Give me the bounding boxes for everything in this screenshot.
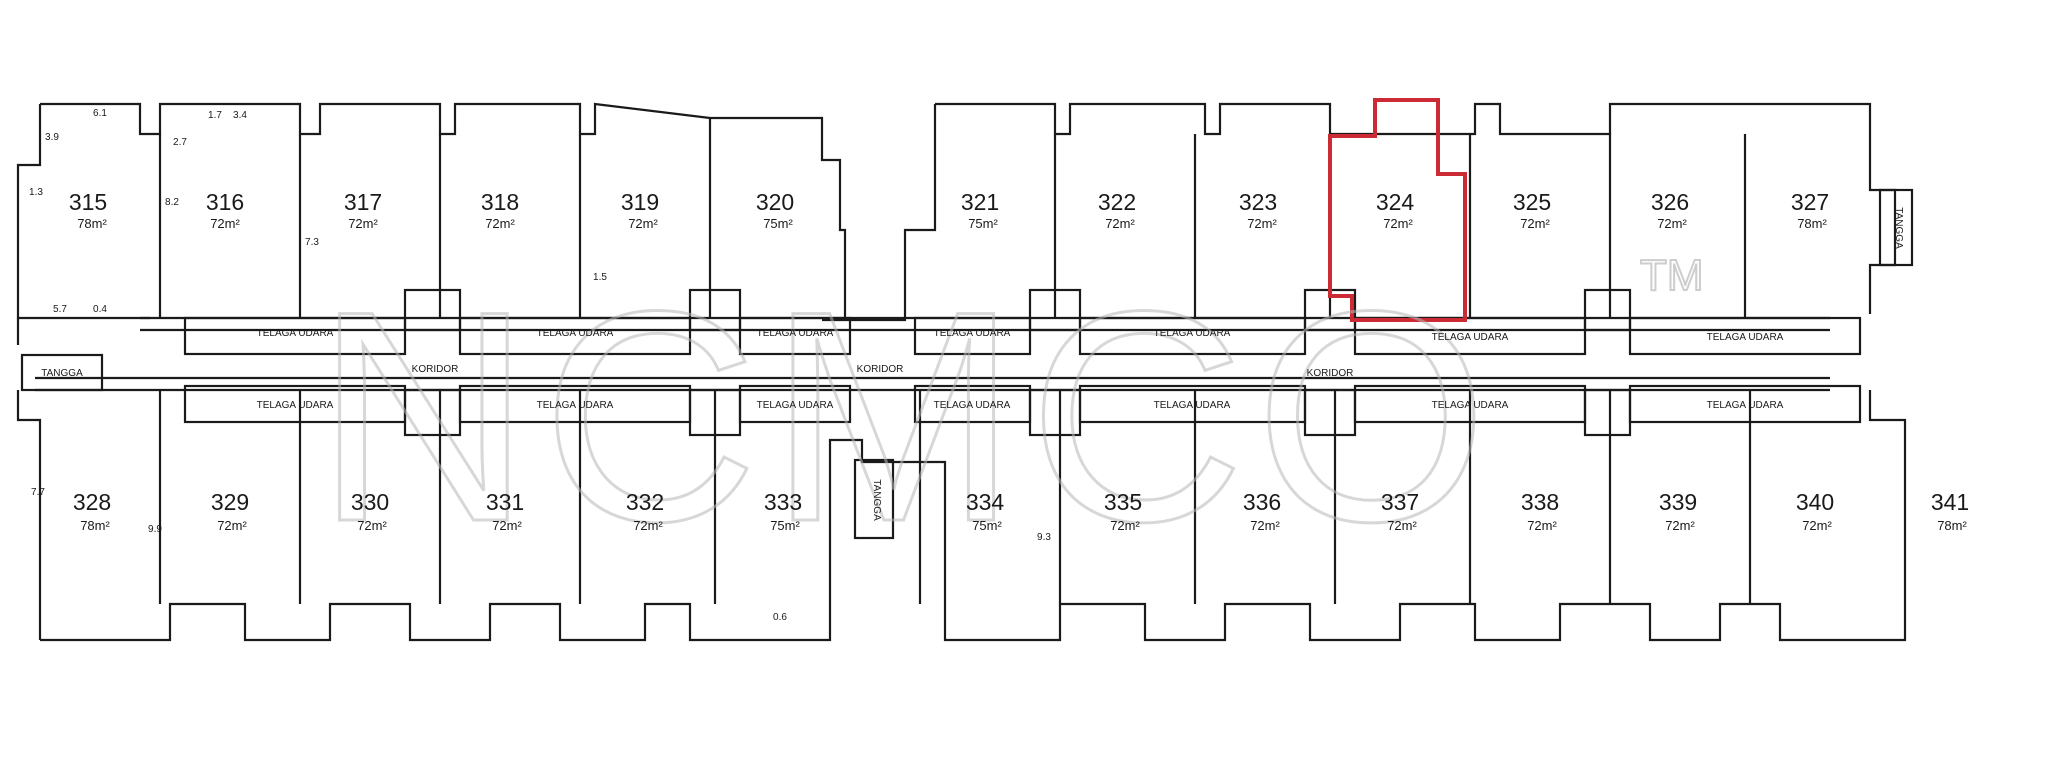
- unit-number: 340: [1796, 489, 1834, 515]
- watermark-text: NCMCO: [315, 248, 1498, 584]
- dim-label: 1.5: [593, 272, 607, 283]
- unit-area: 72m²: [628, 216, 658, 231]
- unit-number: 322: [1098, 189, 1136, 215]
- unit-number: 338: [1521, 489, 1559, 515]
- unit-number: 316: [206, 189, 244, 215]
- unit-number: 319: [621, 189, 659, 215]
- unit-number: 320: [756, 189, 794, 215]
- unit-area: 72m²: [357, 518, 387, 533]
- unit-area: 75m²: [770, 518, 800, 533]
- balcony-label: TELAGA UDARA: [537, 328, 614, 339]
- unit-number: 329: [211, 489, 249, 515]
- unit-number: 323: [1239, 189, 1277, 215]
- corridor-label: KORIDOR: [412, 364, 459, 375]
- unit-area: 72m²: [1665, 518, 1695, 533]
- balcony-labels: TELAGA UDARA TELAGA UDARA TELAGA UDARA T…: [257, 328, 1784, 411]
- balcony-label: TELAGA UDARA: [257, 400, 334, 411]
- unit-number: 331: [486, 489, 524, 515]
- unit-area: 72m²: [210, 216, 240, 231]
- dim-label: 8.2: [165, 197, 179, 208]
- unit-number: 328: [73, 489, 111, 515]
- unit-number: 341: [1931, 489, 1969, 515]
- dim-label: 0.6: [773, 612, 787, 623]
- unit-number: 321: [961, 189, 999, 215]
- dim-label: 6.1: [93, 108, 107, 119]
- unit-area: 72m²: [1520, 216, 1550, 231]
- unit-area: 72m²: [492, 518, 522, 533]
- unit-area: 75m²: [972, 518, 1002, 533]
- unit-area: 72m²: [348, 216, 378, 231]
- unit-area: 72m²: [1250, 518, 1280, 533]
- unit-number: 335: [1104, 489, 1142, 515]
- unit-number: 333: [764, 489, 802, 515]
- dim-label: 0.4: [93, 304, 107, 315]
- dim-label: 1.3: [29, 187, 43, 198]
- corridor-label: KORIDOR: [857, 364, 904, 375]
- dim-label: 1.7: [208, 110, 222, 121]
- stairs-label: TANGGA: [871, 479, 882, 521]
- unit-number: 326: [1651, 189, 1689, 215]
- balcony-label: TELAGA UDARA: [1154, 328, 1231, 339]
- unit-number: 318: [481, 189, 519, 215]
- unit-number: 327: [1791, 189, 1829, 215]
- balcony-label: TELAGA UDARA: [1432, 400, 1509, 411]
- unit-area: 72m²: [1527, 518, 1557, 533]
- balcony-label: TELAGA UDARA: [1707, 332, 1784, 343]
- building-walls: [16, 102, 1914, 642]
- dim-label: 7.3: [305, 237, 319, 248]
- dim-label: 3.4: [233, 110, 247, 121]
- unit-number: 325: [1513, 189, 1551, 215]
- unit-area: 72m²: [485, 216, 515, 231]
- balcony-label: TELAGA UDARA: [757, 328, 834, 339]
- unit-number: 324: [1376, 189, 1415, 215]
- balcony-label: TELAGA UDARA: [757, 400, 834, 411]
- unit-number: 330: [351, 489, 389, 515]
- unit-number: 315: [69, 189, 107, 215]
- corridor-labels: KORIDOR KORIDOR KORIDOR: [412, 364, 1354, 379]
- watermark-tm: TM: [1640, 251, 1704, 300]
- corridor-label: KORIDOR: [1307, 368, 1354, 379]
- balcony-label: TELAGA UDARA: [537, 400, 614, 411]
- stairs-label: TANGGA: [1893, 207, 1904, 249]
- balcony-label: TELAGA UDARA: [1432, 332, 1509, 343]
- dim-label: 3.9: [45, 132, 59, 143]
- unit-number: 332: [626, 489, 664, 515]
- unit-area: 72m²: [1247, 216, 1277, 231]
- unit-area: 72m²: [1802, 518, 1832, 533]
- unit-area: 72m²: [1110, 518, 1140, 533]
- unit-area: 75m²: [763, 216, 793, 231]
- unit-area: 72m²: [1105, 216, 1135, 231]
- balcony-label: TELAGA UDARA: [934, 328, 1011, 339]
- unit-area: 72m²: [1387, 518, 1417, 533]
- dimension-labels: 6.1 2.7 3.4 1.7 3.9 1.3 8.2 7.3 1.5 5.7 …: [29, 108, 1051, 623]
- unit-number: 334: [966, 489, 1005, 515]
- unit-number: 336: [1243, 489, 1281, 515]
- stairs-label: TANGGA: [41, 368, 83, 379]
- unit-number: 337: [1381, 489, 1419, 515]
- unit-area: 78m²: [80, 518, 110, 533]
- dim-label: 2.7: [173, 137, 187, 148]
- balcony-label: TELAGA UDARA: [257, 328, 334, 339]
- top-unit-labels: 315 78m² 316 72m² 317 72m² 318 72m² 319 …: [69, 189, 1829, 231]
- dim-label: 5.7: [53, 304, 67, 315]
- dim-label: 9.3: [1037, 532, 1051, 543]
- unit-area: 78m²: [77, 216, 107, 231]
- unit-area: 78m²: [1937, 518, 1967, 533]
- balcony-label: TELAGA UDARA: [1707, 400, 1784, 411]
- dim-label: 7.7: [31, 487, 45, 498]
- unit-area: 75m²: [968, 216, 998, 231]
- balcony-label: TELAGA UDARA: [934, 400, 1011, 411]
- unit-area: 72m²: [1657, 216, 1687, 231]
- bottom-unit-labels: 328 78m² 329 72m² 330 72m² 331 72m² 332 …: [73, 489, 1969, 533]
- unit-area: 72m²: [1383, 216, 1413, 231]
- highlighted-unit-324-outline: [1328, 98, 1467, 322]
- unit-area: 72m²: [217, 518, 247, 533]
- dim-label: 9.9: [148, 524, 162, 535]
- unit-area: 78m²: [1797, 216, 1827, 231]
- unit-number: 317: [344, 189, 382, 215]
- unit-area: 72m²: [633, 518, 663, 533]
- balcony-label: TELAGA UDARA: [1154, 400, 1231, 411]
- unit-number: 339: [1659, 489, 1697, 515]
